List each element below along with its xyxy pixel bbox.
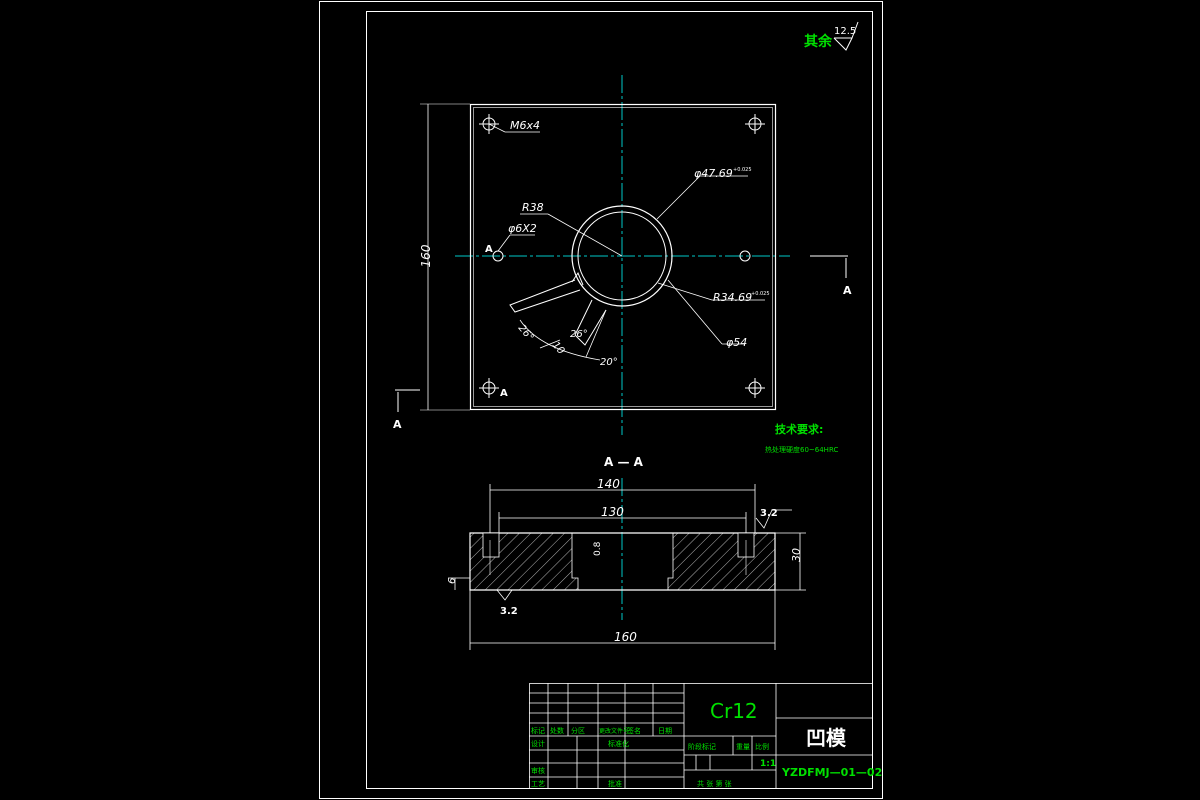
tech-req-title: 技术要求: <box>775 422 823 436</box>
svg-text:审核: 审核 <box>531 766 545 775</box>
svg-text:阶段标记: 阶段标记 <box>688 742 716 751</box>
angle-label-1: 26° <box>516 323 536 344</box>
section-marker-right: A <box>810 255 852 297</box>
dim-160: 160 <box>614 630 637 644</box>
roughness-note: 其余 12.5 <box>804 21 859 51</box>
svg-text:重量: 重量 <box>736 743 750 751</box>
drawing-number: YZDFMJ—01—02 <box>781 766 882 779</box>
thread-label: M6x4 <box>510 119 540 132</box>
slot-radius-tol: +0.025 <box>751 291 770 297</box>
cavity-slot <box>509 279 607 346</box>
svg-text:标准化: 标准化 <box>608 739 629 748</box>
dim-30: 30 <box>790 548 803 562</box>
svg-text:比例: 比例 <box>755 742 769 751</box>
cavity-outer-circle <box>571 205 673 307</box>
top-view: 160 M6x4 φ6X2 R38 φ47.69 +0.025 R34.69 +… <box>393 75 852 435</box>
dim-130: 130 <box>601 505 624 519</box>
svg-text:共 张 第 张: 共 张 第 张 <box>697 779 732 788</box>
section-marker-left: A A A <box>393 244 508 431</box>
bore-label: φ47.69 <box>694 167 733 180</box>
width-label: 10 <box>550 340 567 357</box>
technical-requirements: 技术要求: 热处理硬度60~64HRC <box>765 422 838 454</box>
section-title: A — A <box>604 455 644 469</box>
svg-text:设计: 设计 <box>531 739 545 748</box>
inner-frame <box>366 11 873 789</box>
roughness-bottom: 3.2 <box>500 606 518 617</box>
die-plate-outline <box>469 103 777 411</box>
tech-req-text: 热处理硬度60~64HRC <box>765 445 838 454</box>
thread-hole-icon <box>479 114 765 398</box>
title-block <box>529 683 873 789</box>
angle-label-2: 26° <box>570 329 588 340</box>
svg-text:A: A <box>500 388 508 399</box>
roughness-value: 12.5 <box>834 26 856 37</box>
height-dim-label: 160 <box>419 244 433 267</box>
dim-6: 6 <box>447 578 458 584</box>
svg-text:工艺: 工艺 <box>531 780 545 788</box>
pin-label: φ6X2 <box>508 222 537 235</box>
svg-text:A: A <box>843 284 852 297</box>
part-name: 凹模 <box>806 726 847 750</box>
section-view: A — A <box>447 455 806 650</box>
scale-value: 1:1 <box>760 759 776 769</box>
bore-tol: +0.025 <box>733 167 752 173</box>
svg-text:日期: 日期 <box>658 727 672 735</box>
svg-text:批准: 批准 <box>608 779 622 788</box>
svg-text:标记: 标记 <box>531 726 545 735</box>
roughness-top: 3.2 <box>760 508 778 519</box>
svg-text:签名: 签名 <box>627 726 641 735</box>
outer-frame <box>319 1 883 799</box>
radius-label: R38 <box>522 201 544 214</box>
roughness-symbol-icon <box>833 21 859 51</box>
svg-text:A: A <box>485 244 493 255</box>
angle-label-3: 20° <box>600 357 618 368</box>
title-block-text: Cr12 凹模 YZDFMJ—01—02 1:1 标记 处数 分区 更改文件号 … <box>531 699 882 788</box>
outer-dia-label: φ54 <box>726 336 747 349</box>
svg-text:分区: 分区 <box>571 726 585 735</box>
slot-radius-label: R34.69 <box>713 291 752 304</box>
svg-text:处数: 处数 <box>550 726 564 735</box>
roughness-prefix: 其余 <box>804 33 833 50</box>
material-label: Cr12 <box>710 699 758 723</box>
roughness-bore: 0.8 <box>593 541 603 556</box>
dim-140: 140 <box>597 477 620 491</box>
svg-text:A: A <box>393 418 402 431</box>
svg-text:更改文件号: 更改文件号 <box>599 727 629 735</box>
